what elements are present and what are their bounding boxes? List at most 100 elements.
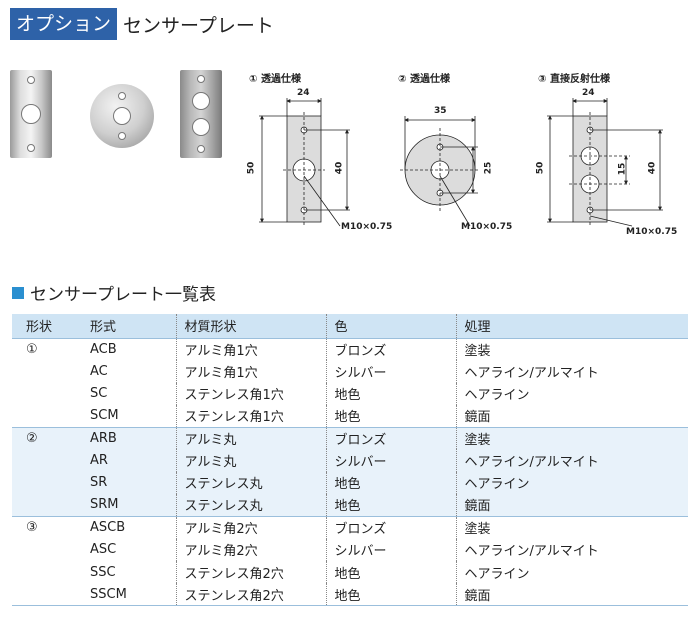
cell-finish: ヘアライン/アルマイト (455, 360, 688, 383)
cell-shape (12, 494, 76, 517)
diagram-2-label: ② 透過仕様 (398, 74, 450, 85)
cell-material: アルミ角1穴 (175, 360, 326, 383)
cell-shape (12, 383, 76, 405)
dim-hole-pitch-3: 15 (617, 162, 628, 176)
cell-color: シルバー (325, 360, 456, 383)
cell-color: 地色 (325, 382, 456, 405)
cell-color: 地色 (325, 404, 456, 428)
diagram-1-label: ① 透過仕様 (249, 74, 301, 85)
photo-plate-square-2hole (180, 70, 222, 158)
dim-width-1: 24 (297, 88, 310, 98)
technical-drawings (259, 98, 663, 227)
sensor-hole-icon (113, 107, 131, 125)
cell-shape: ③ (12, 515, 76, 539)
cell-finish: 鏡面 (455, 494, 688, 517)
cell-color: 地色 (325, 471, 456, 495)
dim-width-3: 24 (582, 88, 595, 98)
col-header-shape: 形状 (12, 314, 76, 338)
cell-shape (12, 449, 76, 472)
cell-finish: ヘアライン/アルマイト (455, 538, 688, 561)
photo-plate-round (90, 84, 154, 148)
cell-color: ブロンズ (325, 426, 456, 450)
table-row: AC アルミ角1穴シルバーヘアライン/アルマイト (12, 360, 688, 383)
cell-shape (12, 539, 76, 561)
cell-finish: 塗装 (455, 426, 688, 450)
screw-size-2: M10×0.75 (461, 222, 513, 232)
cell-model: ASC (90, 542, 117, 558)
table-row: SCM ステンレス角1穴地色鏡面 (12, 404, 688, 428)
cell-model: SCM (90, 408, 119, 424)
cell-material: アルミ角1穴 (175, 337, 326, 361)
cell-shape: ① (12, 337, 76, 361)
photo-plate-square-1hole (10, 70, 52, 158)
dim-height-outer-3: 50 (535, 161, 546, 175)
cell-material: アルミ丸 (175, 449, 326, 472)
page-header: オプション センサープレート (10, 8, 274, 40)
col-header-material: 材質形状 (175, 314, 326, 338)
cell-material: アルミ角2穴 (175, 538, 326, 561)
cell-model: SC (90, 386, 108, 402)
cell-finish: 鏡面 (455, 583, 688, 607)
cell-color: 地色 (325, 560, 456, 584)
cell-material: アルミ角2穴 (175, 515, 326, 539)
cell-finish: ヘアライン (455, 471, 688, 495)
sensor-hole-icon (192, 118, 210, 136)
table-header-row: 形状 形式 材質形状 色 処理 (12, 314, 688, 338)
section-title: センサープレート一覧表 (30, 285, 216, 305)
cell-shape (12, 405, 76, 427)
sensor-hole-icon (21, 104, 41, 124)
cell-color: ブロンズ (325, 337, 456, 361)
cell-finish: 塗装 (455, 515, 688, 539)
diagram-3-label: ③ 直接反射仕様 (538, 74, 610, 85)
cell-shape: ② (12, 426, 76, 450)
cell-material: ステンレス角1穴 (175, 404, 326, 428)
col-header-model: 形式 (76, 314, 176, 338)
dim-height-inner-1: 40 (334, 161, 345, 175)
section-header: センサープレート一覧表 (12, 280, 216, 305)
cell-model: AC (90, 363, 108, 379)
cell-finish: ヘアライン (455, 560, 688, 584)
screw-hole-icon (118, 92, 126, 100)
cell-model: ARB (76, 426, 176, 450)
cell-model: ASCB (76, 515, 176, 539)
screw-hole-icon (27, 76, 35, 84)
cell-finish: 鏡面 (455, 404, 688, 428)
cell-model: SSC (90, 564, 116, 580)
cell-finish: ヘアライン (455, 382, 688, 405)
screw-hole-icon (118, 132, 126, 140)
col-header-finish: 処理 (455, 314, 688, 338)
cell-shape (12, 360, 76, 382)
cell-material: ステンレス角2穴 (175, 583, 326, 607)
dim-height-inner-2: 25 (483, 161, 494, 175)
page-title: センサープレート (123, 14, 274, 37)
cell-material: ステンレス角2穴 (175, 560, 326, 584)
screw-size-3: M10×0.75 (626, 227, 678, 237)
screw-hole-icon (27, 144, 35, 152)
cell-model: SR (76, 471, 176, 495)
cell-finish: 塗装 (455, 337, 688, 361)
cell-shape (12, 471, 76, 495)
table-row: SSC ステンレス角2穴地色ヘアライン (12, 560, 688, 584)
cell-model: ACB (76, 337, 176, 361)
cell-material: ステンレス丸 (175, 494, 326, 517)
sensor-hole-icon (192, 92, 210, 110)
dim-height-outer-1: 50 (246, 161, 257, 175)
screw-hole-icon (197, 75, 205, 83)
cell-material: ステンレス丸 (175, 471, 326, 495)
section-marker-icon (12, 286, 24, 299)
cell-shape (12, 561, 76, 583)
dim-width-2: 35 (434, 106, 447, 116)
cell-finish: ヘアライン/アルマイト (455, 449, 688, 472)
cell-material: アルミ丸 (175, 426, 326, 450)
dim-height-inner-3: 40 (647, 161, 658, 175)
